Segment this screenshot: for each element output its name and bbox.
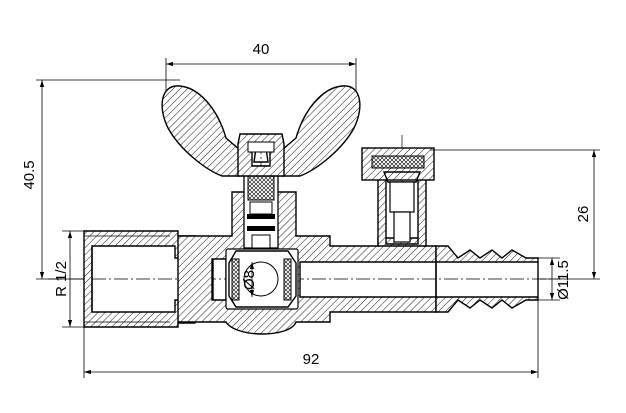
valve-body [177,191,437,335]
dim-thread: R 1/2 [53,261,70,297]
hose-barb [435,245,539,313]
dim-hose-diameter: Ø11.5 [555,260,572,300]
dim-handle-width: 40 [253,41,270,58]
valve-stem [243,147,279,249]
dim-outlet-height: 26 [575,206,592,223]
butterfly-handle [161,85,361,177]
side-outlet [361,147,435,247]
dim-bore: Ø8 [241,270,258,290]
dimensions: 40 40.5 R 1/2 Ø8 26 Ø11.5 92 [21,41,600,378]
dim-total-height: 40.5 [21,160,38,189]
dim-total-length: 92 [303,351,320,368]
